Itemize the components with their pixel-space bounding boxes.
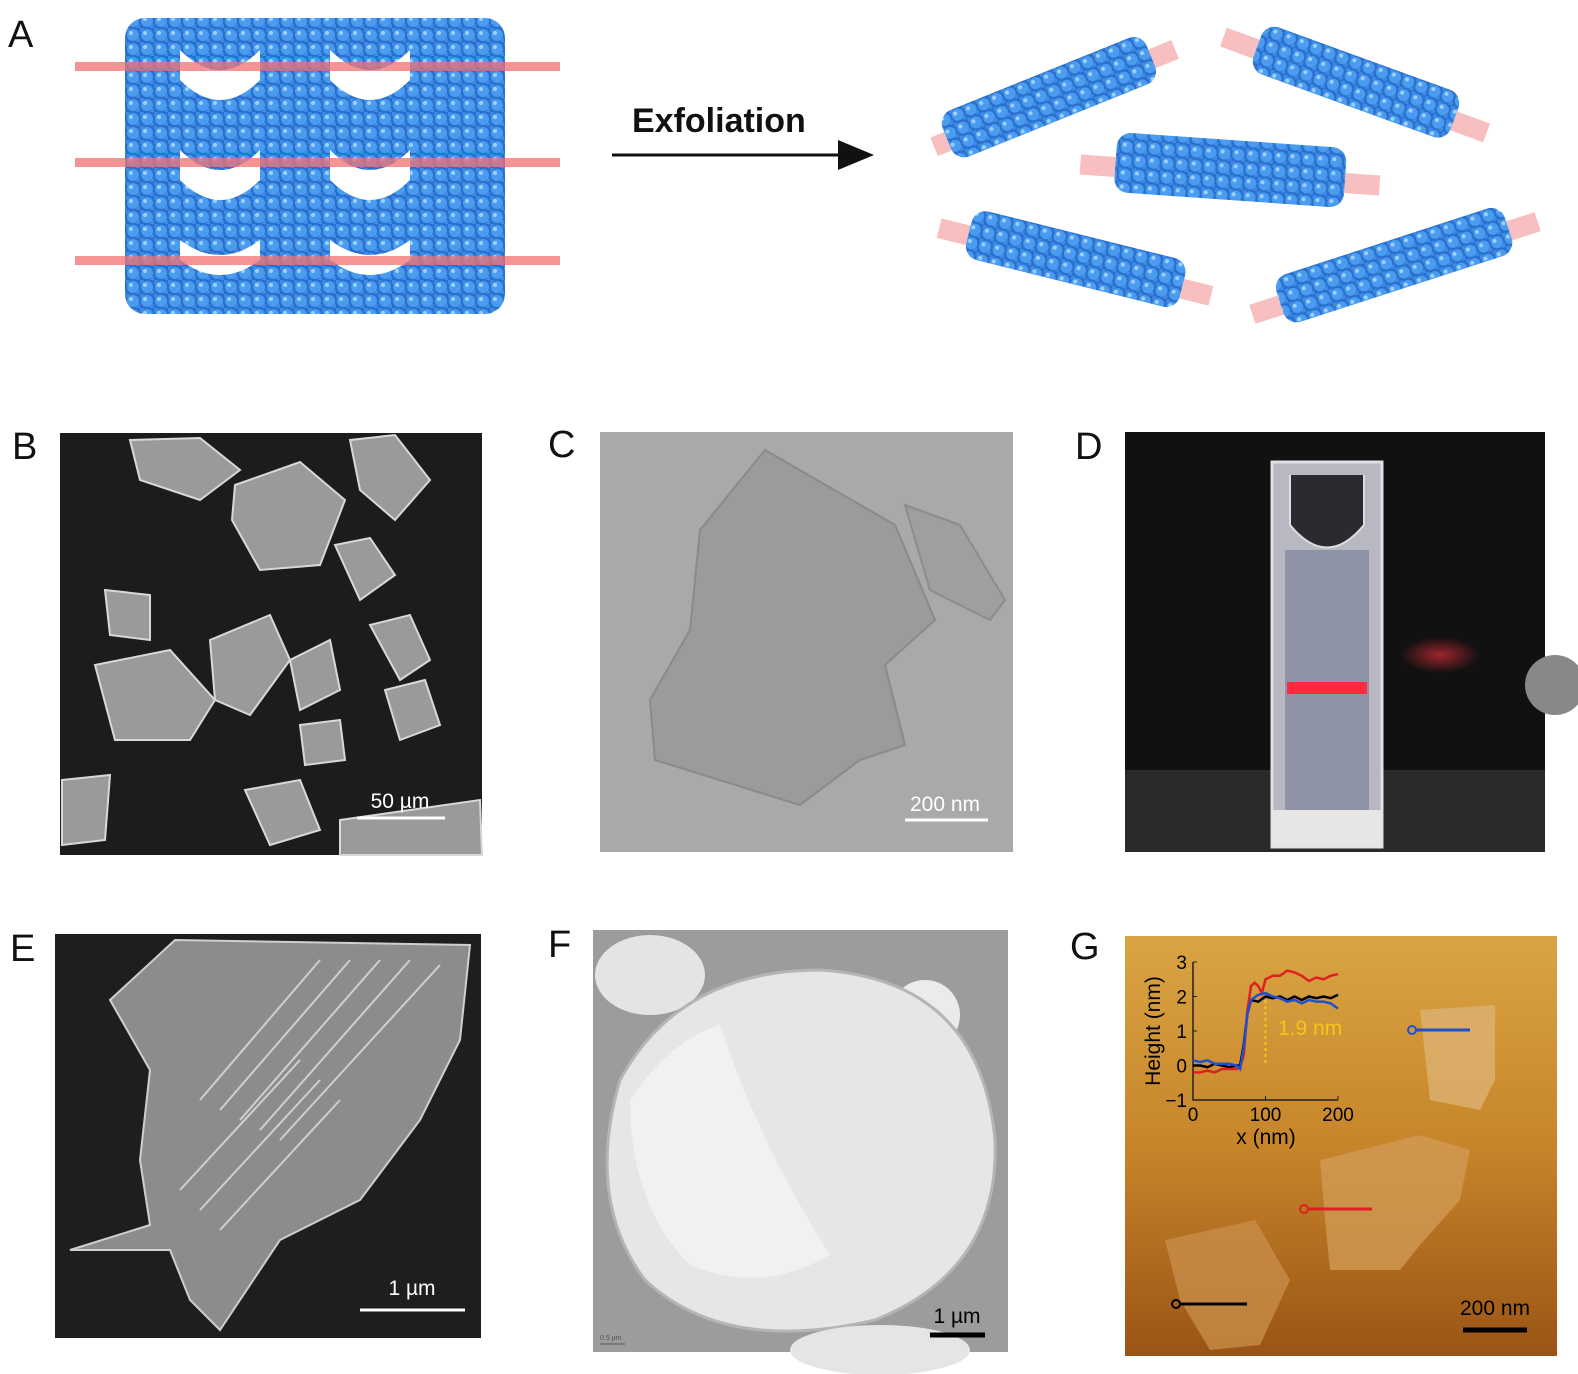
step-height-annotation: 1.9 nm: [1278, 1017, 1342, 1040]
scale-bar-c: 200 nm: [910, 793, 980, 816]
scale-bar-e: 1 µm: [388, 1277, 435, 1300]
panel-label-d: D: [1075, 426, 1103, 468]
small-scale-label-f: 0.5 µm: [600, 1335, 622, 1342]
panel-b-sem-image: [60, 433, 484, 856]
panel-label-a: A: [8, 14, 34, 56]
panel-f-tem-image: [593, 930, 1008, 1374]
panel-a-layered-framework: [75, 18, 560, 314]
series-line-1: [1193, 969, 1339, 1074]
panel-label-g: G: [1070, 926, 1100, 968]
series-line-2: [1192, 991, 1339, 1072]
panel-d-tyndall-photo: [1125, 432, 1578, 852]
x-axis-label: x (nm): [1236, 1126, 1296, 1149]
panel-label-b: B: [12, 426, 38, 468]
layer-plane: [75, 62, 560, 71]
panel-e-sem-image: [55, 934, 481, 1338]
scale-bar-f: 1 µm: [933, 1305, 980, 1328]
panel-label-e: E: [10, 928, 36, 970]
panel-label-f: F: [548, 924, 572, 966]
y-tick-label: −1: [1165, 1091, 1187, 1112]
panel-g-afm-image: [1125, 936, 1557, 1356]
layer-plane: [75, 256, 560, 265]
scale-bar-b: 50 µm: [371, 790, 430, 813]
panel-label-c: C: [548, 424, 576, 466]
y-tick-label: 3: [1176, 953, 1187, 974]
y-axis-label: Height (nm): [1142, 976, 1165, 1086]
y-tick-label: 1: [1176, 1022, 1187, 1043]
layer-plane: [75, 158, 560, 167]
scale-bar-g: 200 nm: [1460, 1297, 1530, 1320]
y-tick-label: 0: [1176, 1057, 1187, 1078]
x-tick-label: 200: [1322, 1105, 1354, 1126]
panel-c-tem-image: [600, 432, 1013, 852]
x-tick-label: 0: [1188, 1105, 1199, 1126]
panel-a-exfoliated-nanosheets: [930, 26, 1541, 324]
y-tick-label: 2: [1176, 988, 1187, 1009]
exfoliation-label: Exfoliation: [632, 102, 806, 140]
x-tick-label: 100: [1250, 1105, 1282, 1126]
